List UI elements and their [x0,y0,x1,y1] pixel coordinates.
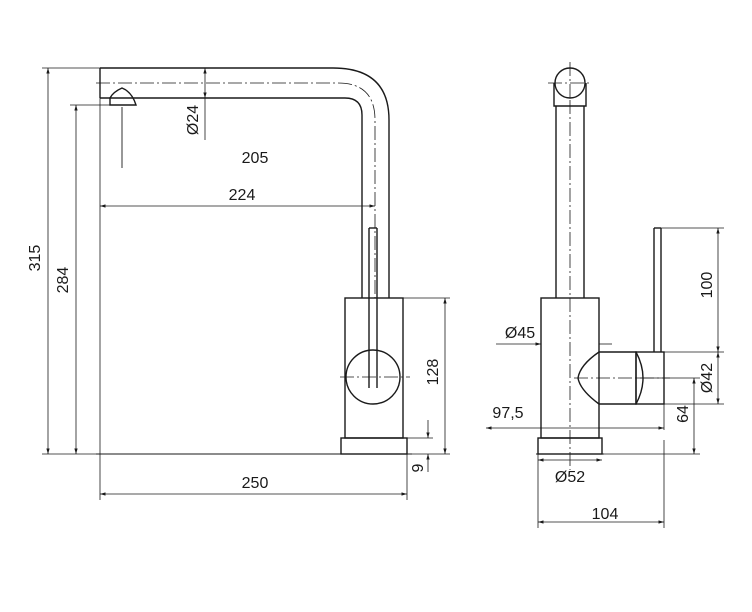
dim-label-128: 128 [425,359,442,386]
dim-label-250: 250 [242,475,269,492]
aerator [109,87,137,168]
dim-label-100: 100 [699,272,716,299]
side-view [536,62,670,470]
faucet-body [340,297,410,455]
spout [96,67,390,298]
dim-label-284: 284 [55,267,72,294]
dim-label-205: 205 [242,150,269,167]
spout-column [555,100,585,470]
dim-label-224: 224 [229,187,256,204]
front-view [96,67,412,455]
lever [368,227,378,388]
side-dimension-lines [486,228,720,524]
dim-label-diameter-45: Ø45 [505,325,535,342]
side-extension-lines [537,227,724,528]
dim-label-104: 104 [592,506,619,523]
dim-label-diameter-24: Ø24 [185,105,202,135]
front-dimension-lines [46,68,447,496]
dim-label-97-5: 97,5 [492,405,523,422]
spout-head [548,62,592,107]
dim-label-315: 315 [27,245,44,272]
side-lever [653,227,662,352]
dim-label-diameter-42: Ø42 [699,363,716,393]
dim-label-9: 9 [410,463,427,472]
dim-label-diameter-52: Ø52 [555,469,585,486]
dim-label-64: 64 [675,405,692,423]
